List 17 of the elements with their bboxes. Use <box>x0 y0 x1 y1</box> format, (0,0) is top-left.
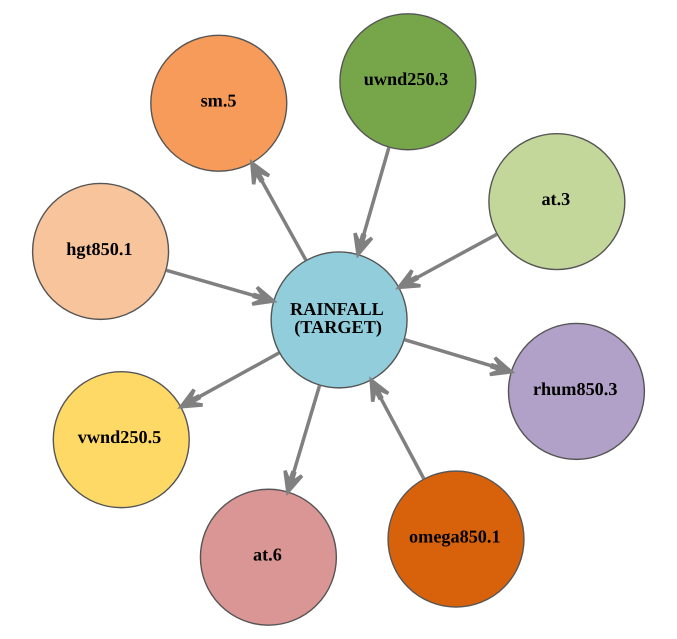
node-circle: rhum850.3 <box>508 322 646 460</box>
arrow <box>370 378 426 480</box>
arrow <box>353 147 391 256</box>
node-circle: omega850.1 <box>387 470 525 608</box>
arrow <box>166 268 276 306</box>
arrow <box>404 338 513 376</box>
node-circle: hgt850.1 <box>32 182 170 320</box>
node-circle: sm.5 <box>150 34 288 172</box>
node-circle: RAINFALL (TARGET) <box>270 251 408 389</box>
arrow <box>283 384 322 494</box>
arrow <box>250 161 308 261</box>
node-circle: uwnd250.3 <box>339 13 477 150</box>
arrow <box>397 232 498 290</box>
arrow <box>179 351 280 408</box>
node-circle: at.3 <box>488 132 626 270</box>
node-circle: vwnd250.5 <box>52 371 190 508</box>
node-circle: at.6 <box>200 488 338 626</box>
